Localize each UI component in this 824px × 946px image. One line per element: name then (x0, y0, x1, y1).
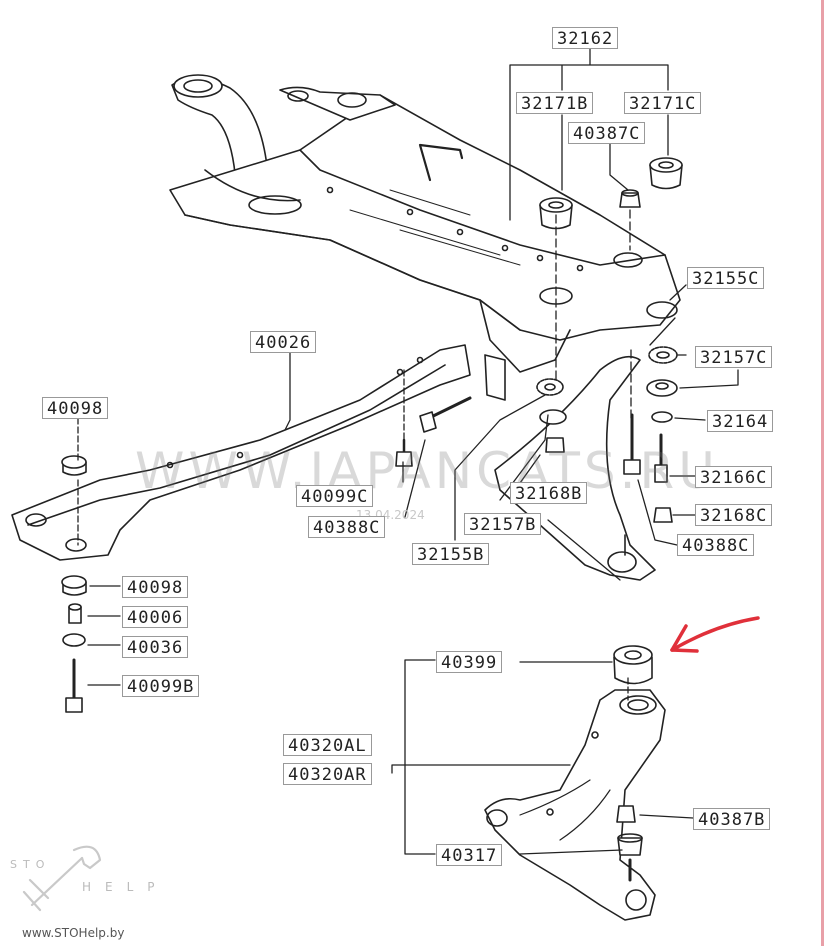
sto-help-url[interactable]: www.STOHelp.by (22, 926, 125, 940)
wrench-icon (22, 845, 102, 912)
label-32162[interactable]: 32162 (552, 27, 619, 49)
label-40098-top[interactable]: 40098 (42, 397, 109, 419)
label-32168C[interactable]: 32168C (695, 504, 773, 526)
label-32171B[interactable]: 32171B (516, 92, 594, 114)
label-40387B[interactable]: 40387B (693, 808, 771, 830)
subframe (169, 74, 681, 401)
label-40099B[interactable]: 40099B (122, 675, 200, 697)
label-40399[interactable]: 40399 (436, 651, 503, 673)
right-edge-stripe (821, 0, 824, 946)
label-32164[interactable]: 32164 (707, 410, 774, 432)
label-40388C-right[interactable]: 40388C (677, 534, 755, 556)
leader-lines (77, 46, 739, 855)
rear-brace (11, 344, 471, 561)
label-32155B[interactable]: 32155B (412, 543, 490, 565)
label-40099C[interactable]: 40099C (296, 485, 374, 507)
sto-logo-text: STO (10, 858, 51, 871)
bushings-right (395, 157, 683, 523)
label-40036[interactable]: 40036 (122, 636, 189, 658)
label-32171C[interactable]: 32171C (624, 92, 702, 114)
label-40320AL[interactable]: 40320AL (283, 734, 372, 756)
label-32166C[interactable]: 32166C (695, 466, 773, 488)
label-40026[interactable]: 40026 (250, 331, 317, 353)
label-40388C-left[interactable]: 40388C (308, 516, 386, 538)
label-32157C[interactable]: 32157C (695, 346, 773, 368)
label-32155C[interactable]: 32155C (687, 267, 765, 289)
label-32157B[interactable]: 32157B (464, 513, 542, 535)
lower-control-arm (484, 645, 666, 921)
red-arrow-icon (670, 616, 760, 653)
label-40387C[interactable]: 40387C (568, 122, 646, 144)
label-40006[interactable]: 40006 (122, 606, 189, 628)
help-logo-text: HELP (82, 880, 169, 894)
label-40098-bottom[interactable]: 40098 (122, 576, 189, 598)
watermark: WWW.JAPANCATS.RU (135, 442, 719, 500)
label-40320AR[interactable]: 40320AR (283, 763, 372, 785)
label-40317[interactable]: 40317 (436, 844, 503, 866)
left-stack (61, 455, 87, 713)
label-32168B[interactable]: 32168B (510, 482, 588, 504)
